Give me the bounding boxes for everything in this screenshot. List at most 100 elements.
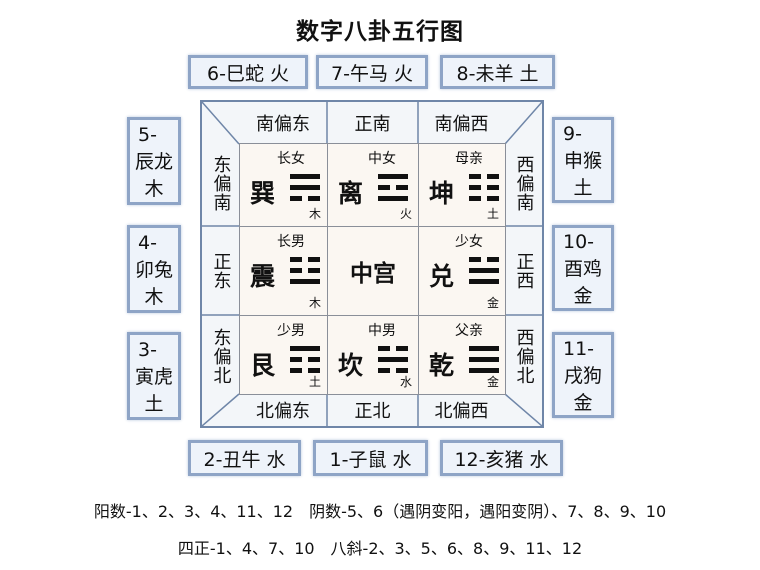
zodiac-box-10: 10- 酉鸡金 (552, 225, 614, 311)
zodiac-box-3: 3-寅虎土 (127, 332, 181, 420)
yin-line (290, 357, 320, 362)
trigram-cell-艮: 艮少男土 (239, 315, 328, 395)
dir-top-2: 正南 (354, 114, 391, 135)
trigram-cell-乾: 乾父亲金 (418, 315, 506, 395)
yin-line (290, 368, 320, 373)
box-number: 4- (138, 231, 157, 254)
trigram-cell-巽: 巽长女木 (239, 143, 328, 227)
trigram-symbol-icon (290, 174, 320, 207)
box-animal: 寅虎 (134, 365, 173, 388)
dir-right-3: 西偏北 (513, 327, 535, 385)
trigram-cell-离: 离中女火 (327, 143, 419, 227)
zodiac-box-9: 9-申猴土 (552, 117, 614, 203)
yin-line (469, 196, 499, 201)
zodiac-box-12: 12-亥猪 水 (440, 440, 563, 476)
family-role: 母亲 (455, 151, 483, 167)
zodiac-box-2: 2-丑牛 水 (188, 440, 301, 476)
element-label: 木 (308, 207, 321, 221)
yang-line (469, 346, 499, 351)
dir-left-1: 东偏南 (210, 154, 232, 212)
zodiac-box-11: 11- 戌狗金 (552, 332, 614, 418)
diagram-title: 数字八卦五行图 (296, 19, 464, 45)
dir-bottom-3: 北偏西 (434, 401, 489, 422)
yang-line (469, 279, 499, 284)
dir-left-2: 正东 (210, 251, 232, 290)
yin-line (290, 257, 320, 262)
yang-line (378, 196, 408, 201)
yang-line (290, 174, 320, 179)
box-number: 11- (563, 337, 595, 360)
yang-line (469, 368, 499, 373)
element-label: 土 (486, 207, 499, 221)
box-number: 5- (138, 123, 157, 146)
dir-right-1: 西偏南 (513, 154, 535, 212)
box-animal: 戌狗 (563, 364, 602, 387)
yang-line (290, 185, 320, 190)
trigram-name: 坎 (338, 351, 364, 380)
trigram-symbol-icon (469, 346, 499, 379)
zodiac-box-6: 6-巳蛇 火 (188, 55, 308, 89)
trigram-symbol-icon (378, 346, 408, 379)
trigram-name: 坤 (429, 179, 455, 208)
trigram-name: 艮 (250, 351, 276, 380)
note-yin-yang: 阳数-1、2、3、4、11、12 阴数-5、6（遇阴变阳，遇阳变阴）、7、8、9… (93, 502, 667, 521)
zodiac-box-5: 5- 辰龙木 (127, 117, 181, 205)
zodiac-box-7: 7-午马 火 (316, 55, 428, 89)
trigram-cell-震: 震长男木 (239, 226, 328, 316)
box-element: 土 (573, 176, 593, 199)
trigram-cell-兑: 兑少女金 (418, 226, 506, 316)
trigram-symbol-icon (378, 174, 408, 207)
trigram-name: 兑 (429, 262, 455, 291)
yang-line (378, 174, 408, 179)
dir-left-3-band: 东偏北 (202, 315, 239, 397)
box-number: 10- (563, 230, 595, 253)
dir-left-3: 东偏北 (210, 327, 232, 385)
trigram-symbol-icon (469, 257, 499, 290)
dir-top-1: 南偏东 (256, 114, 310, 135)
element-label: 金 (486, 296, 499, 310)
trigram-name: 乾 (429, 351, 455, 380)
box-animal: 辰龙 (134, 150, 173, 173)
yang-line (469, 357, 499, 362)
element-label: 土 (308, 375, 321, 389)
trigram-name: 离 (338, 179, 364, 208)
box-element: 木 (144, 285, 164, 308)
yang-line (290, 346, 320, 351)
trigram-name: 巽 (250, 179, 276, 208)
family-role: 中男 (368, 323, 396, 339)
box-animal: 卯兔 (134, 258, 173, 281)
box-element: 木 (144, 177, 164, 200)
family-role: 少女 (455, 234, 483, 250)
cell-center: 中宫 (327, 226, 419, 316)
dir-right-3-band: 西偏北 (505, 315, 542, 397)
dir-left-1-band: 东偏南 (202, 140, 239, 226)
yin-line (290, 196, 320, 201)
trigram-symbol-icon (290, 257, 320, 290)
element-label: 木 (308, 296, 321, 310)
yin-line (378, 368, 408, 373)
yin-line (378, 346, 408, 351)
family-role: 少男 (277, 323, 305, 339)
box-element: 金 (573, 284, 593, 307)
element-label: 金 (486, 375, 499, 389)
box-number: 9- (563, 122, 582, 145)
frame-diagonals (202, 102, 542, 426)
family-role: 父亲 (455, 323, 483, 339)
yin-line (378, 185, 408, 190)
family-role: 长女 (277, 151, 305, 167)
dir-top-3: 南偏西 (434, 114, 489, 135)
yin-line (469, 185, 499, 190)
yang-line (290, 279, 320, 284)
note-directions: 四正-1、4、7、10 八斜-2、3、5、6、8、9、11、12 (177, 539, 583, 558)
yang-line (469, 268, 499, 273)
dir-right-2-band: 正西 (505, 226, 542, 315)
family-role: 长男 (277, 234, 305, 250)
element-label: 水 (399, 375, 412, 389)
yin-line (469, 174, 499, 179)
box-number: 3- (138, 338, 157, 361)
box-element: 金 (573, 391, 593, 414)
center-label: 中宫 (350, 261, 396, 287)
box-animal: 酉鸡 (563, 257, 602, 280)
dir-right-1-band: 西偏南 (505, 140, 542, 226)
dir-bottom-2: 正北 (354, 401, 391, 422)
